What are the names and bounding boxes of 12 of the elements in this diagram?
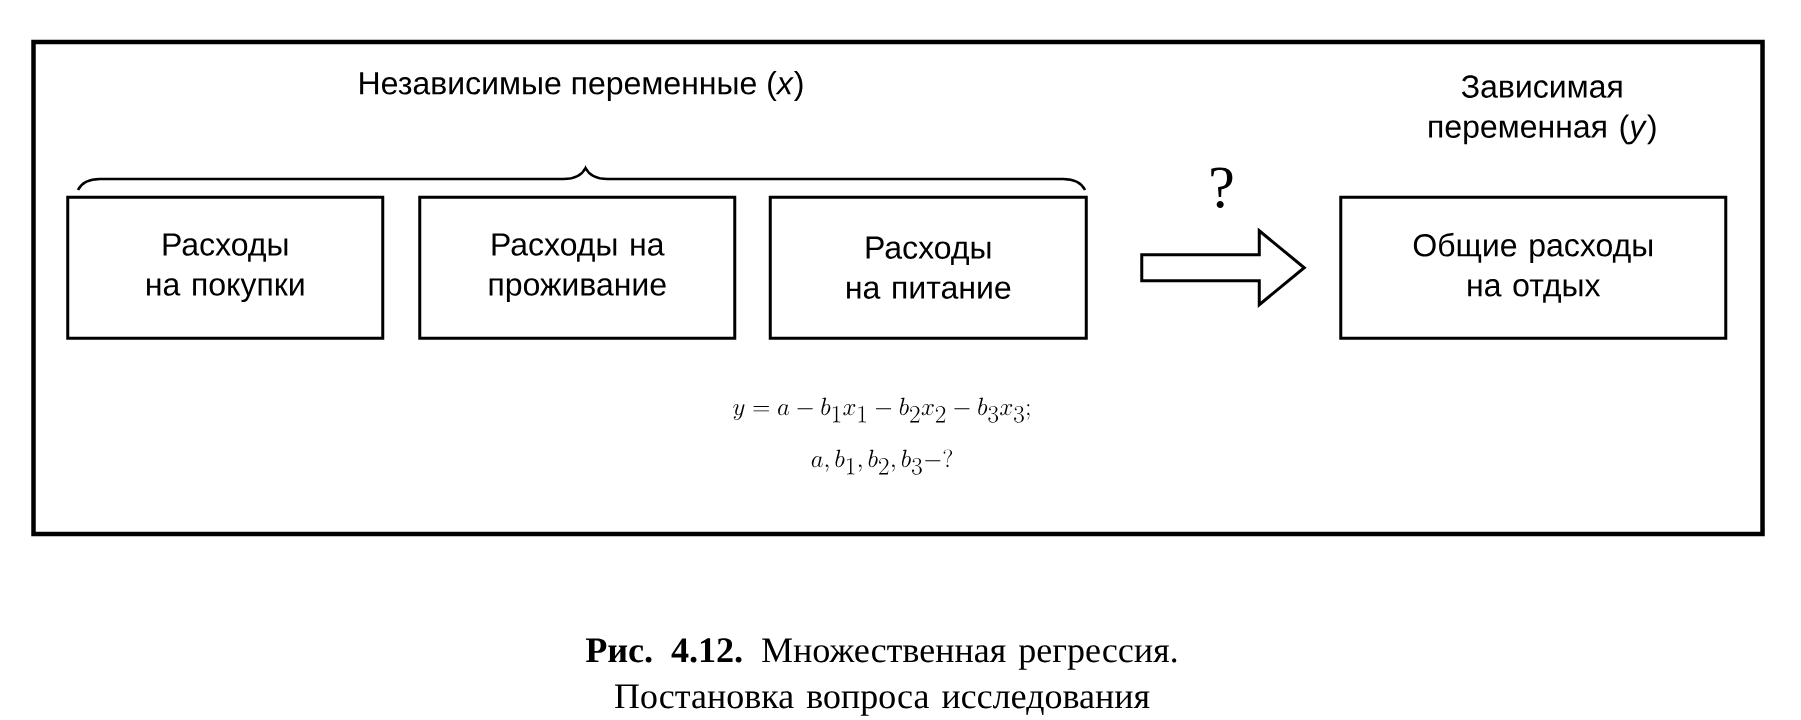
variable-box: Расходы на покупки [66, 195, 385, 340]
edge-label: ? [1211, 167, 1233, 209]
formula: $y = a - b_1x_1 - b_2x_2 - b_3x_3;$ [733, 397, 1030, 423]
variable-box: Расходы на проживание [418, 195, 737, 340]
block-arrow [1140, 227, 1307, 308]
variable-box: Общие расходы на отдых [1339, 195, 1728, 340]
variable-box: Расходы на питание [768, 195, 1088, 340]
figure-caption: Рис. 4.12. Множественная регрессия. Постановка вопроса исследования [585, 638, 1177, 716]
group-heading: Независимые переменные (x) [360, 71, 803, 101]
frame-box [31, 39, 1765, 537]
formula: $a, b_1, b_2, b_3 - ?$ [811, 449, 953, 475]
box-heading: Зависимая переменная (y) [1429, 75, 1656, 145]
